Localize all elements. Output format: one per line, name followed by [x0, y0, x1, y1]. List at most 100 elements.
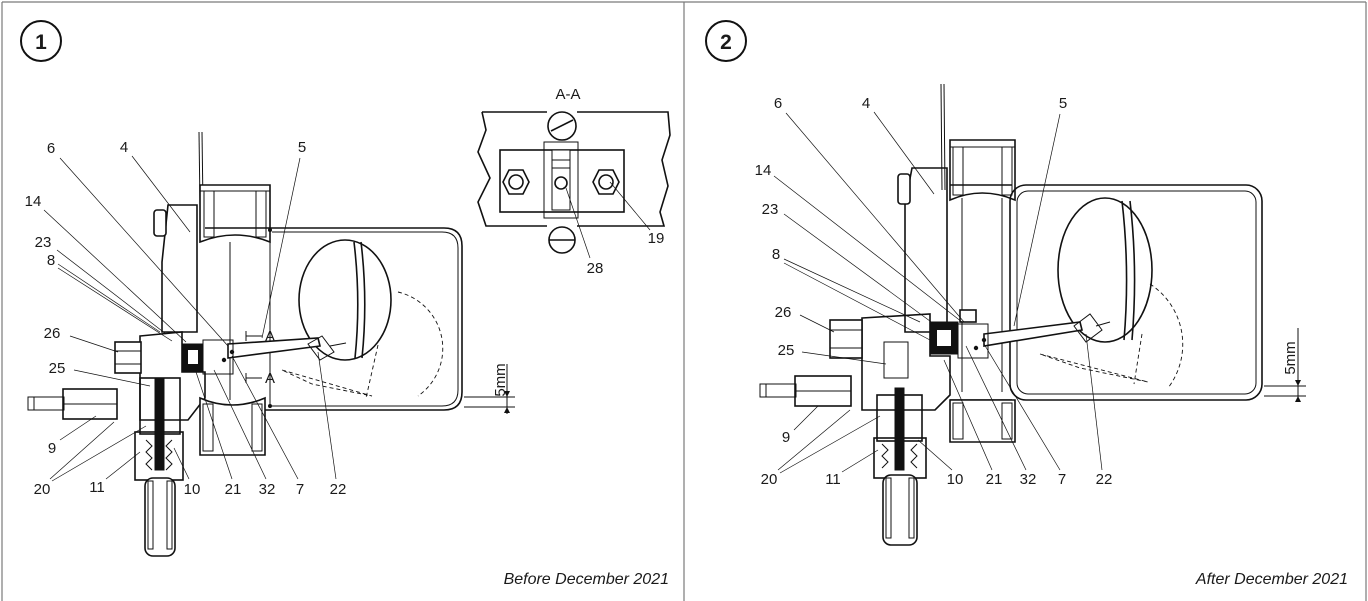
housing-outer [205, 227, 463, 411]
callout-9: 9 [782, 429, 790, 446]
rod [940, 83, 943, 191]
valve-spring [881, 443, 889, 469]
callout-11: 11 [89, 479, 105, 496]
pivot [981, 337, 987, 343]
lever-lower-position [1133, 333, 1143, 385]
leader-10 [173, 447, 190, 480]
seat-bolt [959, 309, 977, 323]
section-a-a-view: A-A 19 28 [477, 86, 671, 277]
callout-10: 10 [184, 481, 201, 498]
cap-wall [166, 480, 173, 550]
leader-7 [983, 343, 1061, 471]
float-ball [1057, 197, 1153, 343]
valve-spring [910, 443, 918, 469]
leader-32 [213, 369, 267, 480]
valve-cap [144, 477, 176, 557]
leader-5 [1013, 113, 1061, 327]
badge-circle [705, 20, 747, 62]
panel-2-leaders [773, 111, 1103, 474]
rod [943, 83, 946, 191]
callout-19: 19 [648, 230, 665, 247]
panel-caption: After December 2021 [1195, 571, 1348, 588]
lever-link [1095, 321, 1111, 327]
leader-25 [801, 351, 887, 365]
panel-1: 1 [20, 20, 671, 588]
right-bolt-hex [592, 169, 620, 195]
leader-14 [773, 175, 963, 323]
valve-chamber [883, 341, 909, 379]
lower-pipe-stub [199, 396, 266, 456]
leader-20 [779, 415, 881, 474]
lower-pipe-stub [949, 399, 1016, 443]
leader-8 [57, 263, 161, 333]
section-bore [551, 149, 571, 211]
dimension-arrow [1295, 396, 1301, 402]
callout-9: 9 [48, 440, 56, 457]
leader-21 [195, 371, 233, 480]
section-marker-upper: A [245, 328, 275, 345]
housing-cavity [1016, 190, 1257, 395]
dimension-arrow [1295, 380, 1301, 386]
upper-pipe-stub [949, 139, 1016, 202]
neck-dot [268, 228, 272, 232]
callout-26: 26 [775, 304, 792, 321]
badge-circle [20, 20, 62, 62]
callout-6: 6 [47, 140, 55, 157]
callout-11: 11 [825, 471, 841, 488]
section-title: A-A [555, 86, 580, 103]
leader-7 [231, 355, 299, 480]
leader-4 [873, 111, 935, 195]
dimension-text: 5mm [492, 363, 509, 396]
leader-4 [131, 155, 191, 233]
callout-28: 28 [587, 260, 604, 277]
panel-1-number-badge: 1 [20, 20, 62, 62]
callout-23: 23 [35, 234, 52, 251]
leader-26 [69, 335, 119, 353]
leader-9 [793, 405, 819, 431]
pivot [221, 357, 227, 363]
leader-19 [609, 181, 651, 231]
dimension-arrow [504, 391, 510, 397]
float-band [360, 241, 366, 359]
lever-lower-position [281, 369, 373, 397]
nozzle-bore [188, 350, 198, 364]
flange-plate [161, 204, 198, 333]
leader-23 [56, 249, 167, 335]
leader-25 [73, 369, 151, 387]
callout-22: 22 [1096, 471, 1113, 488]
callout-4: 4 [862, 95, 870, 112]
flange-bolt-head [153, 209, 167, 237]
lever-lower-position [1039, 353, 1149, 383]
callout-7: 7 [1058, 471, 1066, 488]
panel-1-drawing: A A 5mm A-A [27, 86, 671, 557]
leader-28 [565, 187, 591, 259]
panel-2-number-badge: 2 [705, 20, 747, 62]
screw-slot [550, 119, 574, 132]
callout-7: 7 [296, 481, 304, 498]
callout-14: 14 [755, 162, 772, 179]
plug-nut [829, 319, 863, 359]
float-band [353, 241, 359, 359]
panel-2-callouts: 6 4 5 14 23 8 26 25 9 20 11 10 21 32 7 2… [755, 95, 1113, 488]
left-bolt-hex [502, 169, 530, 195]
section-marker-label: A [265, 370, 275, 387]
callout-20: 20 [761, 471, 778, 488]
float-band [1129, 200, 1136, 341]
section-pin [554, 176, 568, 190]
leader-20 [777, 409, 851, 471]
leader-20 [51, 425, 147, 482]
flange-bolt-head [897, 173, 911, 205]
nozzle-bore [937, 330, 951, 346]
dimension-5mm: 5mm [1264, 328, 1306, 402]
panel-1-leaders [43, 155, 337, 482]
float-lever [227, 337, 321, 359]
pivot [973, 345, 979, 351]
leader-22 [317, 351, 337, 480]
leader-22 [1085, 333, 1103, 471]
callout-5: 5 [298, 139, 306, 156]
callout-23: 23 [762, 201, 779, 218]
callout-14: 14 [25, 193, 42, 210]
section-marker-label: A [265, 328, 275, 345]
